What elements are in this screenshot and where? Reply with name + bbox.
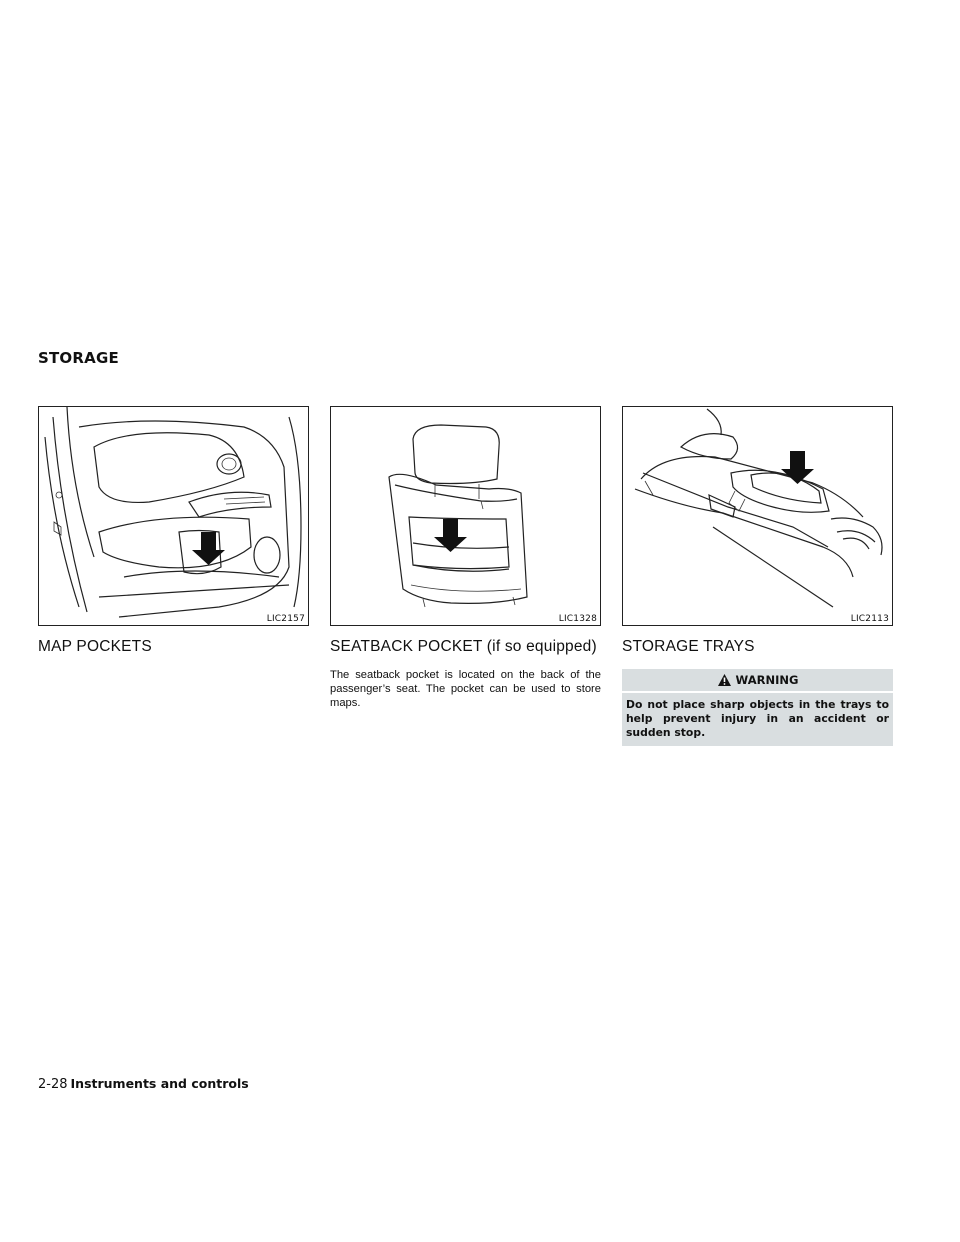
warning-text: Do not place sharp objects in the trays … xyxy=(626,698,889,739)
section-title: STORAGE xyxy=(38,349,119,367)
door-map-pocket-illustration xyxy=(44,407,302,618)
heading-seatback-pocket: SEATBACK POCKET (if so equipped) xyxy=(330,638,597,655)
figure-code: LIC2157 xyxy=(266,614,305,624)
page-number: 2-28 xyxy=(38,1077,68,1092)
column-map-pockets: LIC2157 MAP POCKETS xyxy=(38,406,309,656)
warning-label: WARNING xyxy=(735,673,799,687)
page-footer: 2-28 Instruments and controls xyxy=(38,1076,249,1092)
storage-tray-illustration xyxy=(634,408,883,608)
figure-seatback-pocket: LIC1328 xyxy=(330,406,601,626)
figure-code: LIC1328 xyxy=(558,614,597,624)
seatback-pocket-description: The seatback pocket is located on the ba… xyxy=(330,669,601,709)
warning-box: WARNING Do not place sharp objects in th… xyxy=(622,669,893,746)
seatback-pocket-illustration xyxy=(388,424,528,608)
heading-map-pockets: MAP POCKETS xyxy=(38,638,152,655)
heading-storage-trays: STORAGE TRAYS xyxy=(622,638,755,655)
figure-storage-trays: LIC2113 xyxy=(622,406,893,626)
figure-code: LIC2113 xyxy=(850,614,889,624)
warning-triangle-icon xyxy=(717,674,731,686)
column-storage-trays: LIC2113 STORAGE TRAYS WARNING Do not pla… xyxy=(622,406,893,746)
column-seatback-pocket: LIC1328 SEATBACK POCKET (if so equipped)… xyxy=(330,406,601,710)
warning-header: WARNING xyxy=(622,669,893,693)
footer-section-title: Instruments and controls xyxy=(70,1076,249,1091)
figure-map-pockets: LIC2157 xyxy=(38,406,309,626)
